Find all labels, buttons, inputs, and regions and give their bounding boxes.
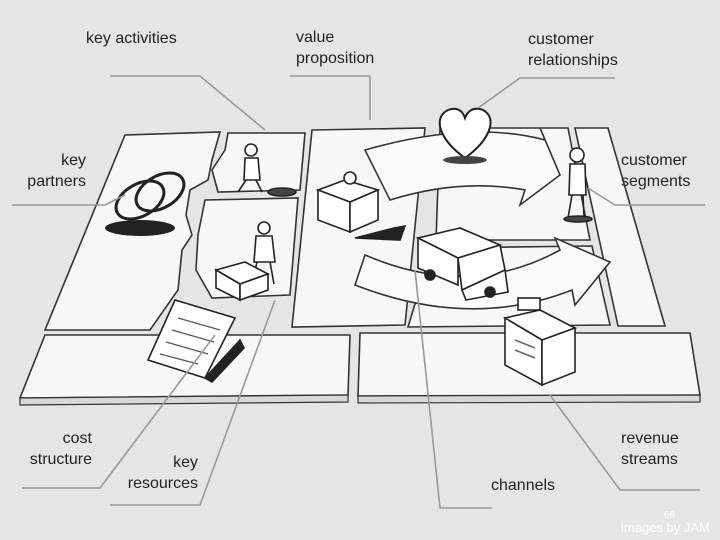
label-cost-structure: cost structure: [29, 430, 92, 468]
truck-icon: [415, 227, 509, 301]
label-value-proposition: value proposition: [296, 29, 375, 67]
label-key-partners: key partners: [27, 152, 86, 190]
label-customer-relationships: customer relationships: [528, 31, 618, 69]
gift-box-icon: [315, 171, 407, 241]
arrow-top: [363, 127, 561, 208]
image-credit: images by JAM: [621, 520, 710, 535]
heart-icon: [438, 107, 492, 160]
leader-lines: [12, 75, 705, 509]
operator-icon: [213, 221, 276, 302]
worker-icon: [237, 143, 297, 197]
board-edge: [19, 394, 701, 406]
customer-icon: [563, 147, 593, 223]
label-revenue-streams: revenue streams: [621, 430, 679, 468]
label-customer-segments: customer segments: [621, 152, 691, 190]
rings-icon: [114, 171, 186, 221]
cash-register-icon: [502, 297, 577, 387]
label-key-activities: key activities: [86, 30, 177, 47]
cycle-arrows: [354, 127, 612, 310]
label-key-resources: key resources: [127, 454, 198, 492]
label-channels: channels: [491, 477, 556, 494]
page-number: 66: [664, 510, 676, 521]
document-icon: [146, 299, 245, 384]
